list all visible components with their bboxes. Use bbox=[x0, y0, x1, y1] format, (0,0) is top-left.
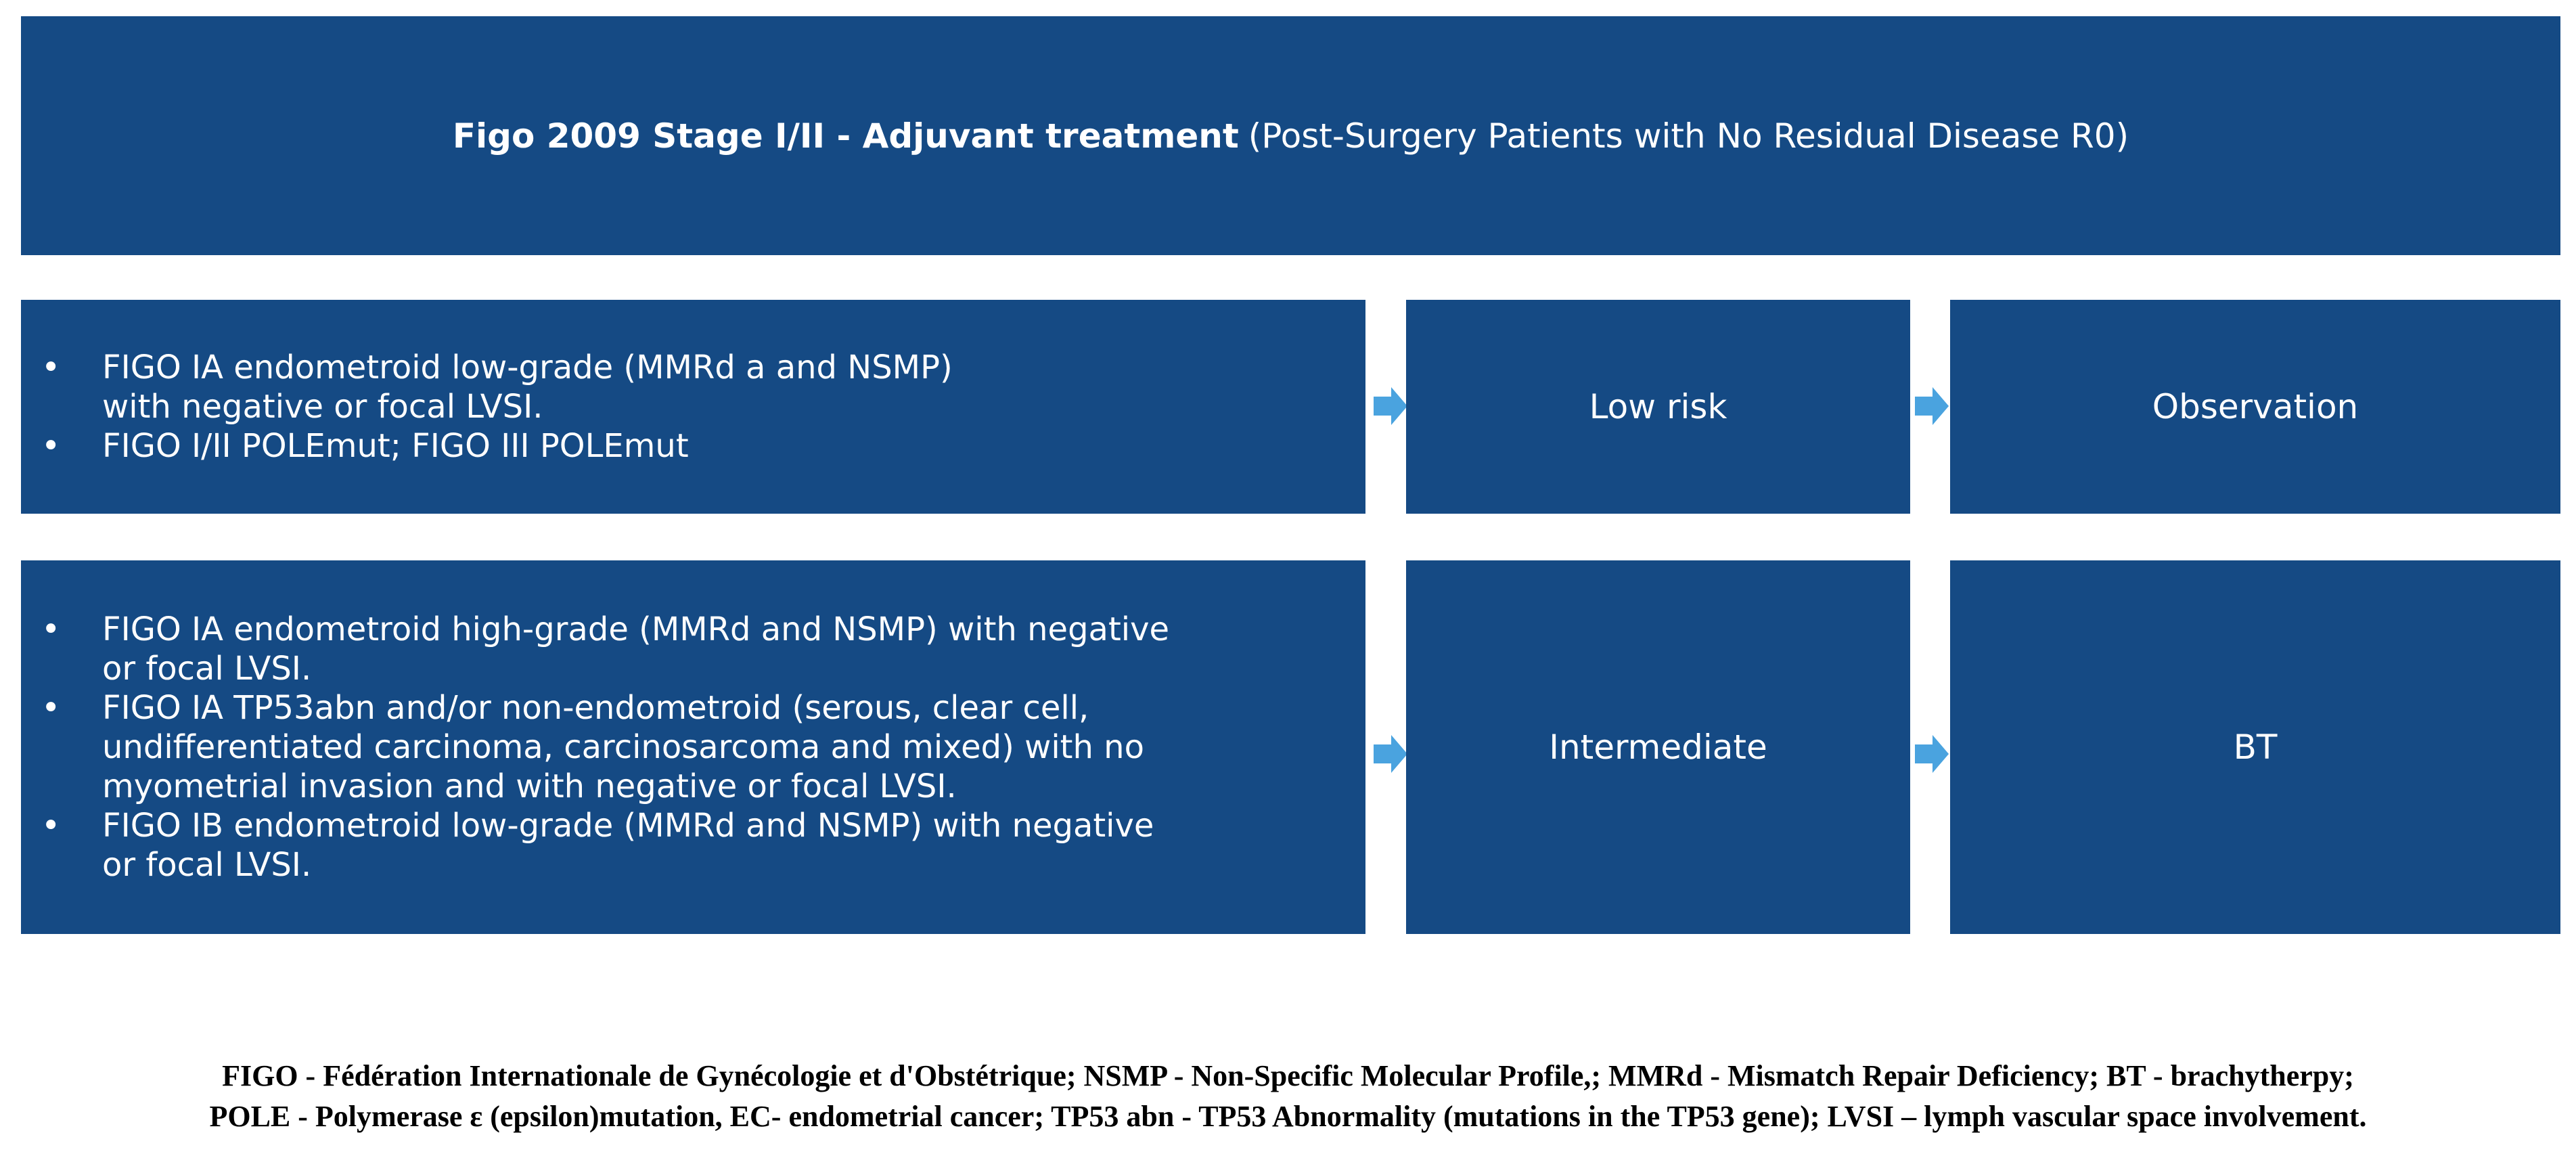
criteria-box-intermediate: • FIGO IA endometroid high-grade (MMRd an… bbox=[21, 560, 1365, 934]
criteria-text: FIGO I/II POLEmut; FIGO III POLEmut bbox=[102, 427, 689, 465]
arrow-right-icon bbox=[1915, 735, 1949, 773]
bullet-icon: • bbox=[41, 689, 61, 727]
risk-label: Intermediate bbox=[1549, 728, 1767, 767]
criteria-item: • FIGO IA endometroid high-grade (MMRd an… bbox=[41, 610, 1365, 688]
criteria-box-low-risk: • FIGO IA endometroid low-grade (MMRd a a… bbox=[21, 300, 1365, 514]
treatment-bt: BT bbox=[1950, 560, 2560, 934]
arrow-right-icon bbox=[1374, 735, 1407, 773]
criteria-list-intermediate: • FIGO IA endometroid high-grade (MMRd an… bbox=[41, 610, 1365, 885]
bullet-icon: • bbox=[41, 807, 61, 845]
treatment-label: Observation bbox=[2152, 387, 2359, 426]
criteria-item: • FIGO I/II POLEmut; FIGO III POLEmut bbox=[41, 426, 1365, 466]
criteria-text: FIGO IA endometroid low-grade (MMRd a an… bbox=[102, 349, 953, 426]
criteria-item: • FIGO IA endometroid low-grade (MMRd a a… bbox=[41, 348, 1365, 426]
risk-level-low: Low risk bbox=[1406, 300, 1910, 514]
bullet-icon: • bbox=[41, 427, 61, 465]
diagram-subtitle: (Post-Surgery Patients with No Residual … bbox=[1248, 116, 2129, 156]
footnote-line-2: POLE - Polymerase ε (epsilon)mutation, E… bbox=[209, 1100, 2367, 1133]
risk-label: Low risk bbox=[1589, 387, 1727, 426]
treatment-observation: Observation bbox=[1950, 300, 2560, 514]
criteria-list-low-risk: • FIGO IA endometroid low-grade (MMRd a a… bbox=[41, 348, 1365, 466]
criteria-item: • FIGO IB endometroid low-grade (MMRd and… bbox=[41, 806, 1365, 885]
criteria-text: FIGO IB endometroid low-grade (MMRd and … bbox=[102, 807, 1154, 884]
footnote-line-1: FIGO - Fédération Internationale de Gyné… bbox=[222, 1059, 2354, 1092]
criteria-text: FIGO IA endometroid high-grade (MMRd and… bbox=[102, 610, 1170, 688]
criteria-item: • FIGO IA TP53abn and/or non-endometroid … bbox=[41, 688, 1365, 806]
risk-level-intermediate: Intermediate bbox=[1406, 560, 1910, 934]
diagram-title: Figo 2009 Stage I/II - Adjuvant treatmen… bbox=[452, 116, 1239, 156]
footnote: FIGO - Fédération Internationale de Gyné… bbox=[0, 1056, 2576, 1137]
treatment-label: BT bbox=[2233, 728, 2278, 767]
arrow-right-icon bbox=[1915, 387, 1949, 425]
bullet-icon: • bbox=[41, 349, 61, 386]
arrow-right-icon bbox=[1374, 387, 1407, 425]
criteria-text: FIGO IA TP53abn and/or non-endometroid (… bbox=[102, 689, 1144, 805]
bullet-icon: • bbox=[41, 610, 61, 648]
diagram-title-box: Figo 2009 Stage I/II - Adjuvant treatmen… bbox=[21, 16, 2560, 255]
